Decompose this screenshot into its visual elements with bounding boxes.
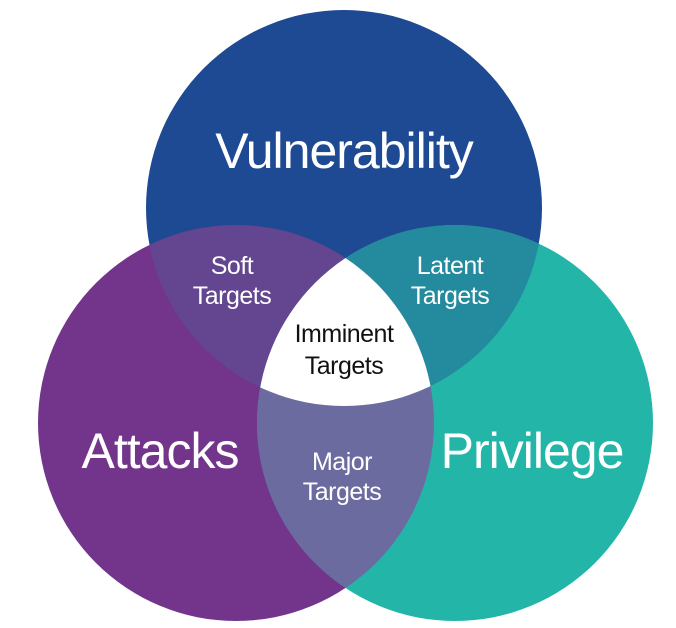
label-soft-line2: Targets <box>193 282 271 310</box>
overlap-imminent-targets <box>257 225 434 406</box>
label-latent-line2: Targets <box>411 282 489 310</box>
label-soft-line1: Soft <box>211 252 254 280</box>
label-vulnerability: Vulnerability <box>215 123 474 179</box>
label-imminent-line1: Imminent <box>295 320 394 348</box>
label-major-line1: Major <box>312 448 372 476</box>
label-latent-line1: Latent <box>417 252 484 280</box>
label-attacks: Attacks <box>82 423 239 479</box>
label-major-line2: Targets <box>303 478 381 506</box>
label-imminent-line2: Targets <box>305 352 383 380</box>
label-privilege: Privilege <box>441 423 624 479</box>
